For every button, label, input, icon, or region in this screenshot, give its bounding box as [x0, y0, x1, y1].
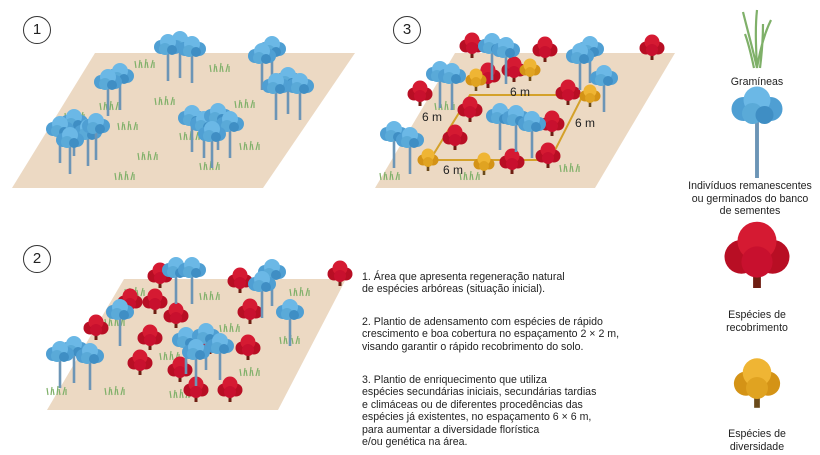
legend-label-cover-species: Espécies de recobrimento: [726, 309, 788, 334]
distance-label-left: 6 m: [422, 110, 443, 124]
distance-label-top: 6 m: [510, 85, 531, 99]
blue-tree-icon: [731, 86, 783, 178]
legend-label-grass: Gramíneas: [730, 76, 784, 88]
panel-number-3: 3: [393, 16, 421, 44]
panel-3-ground: [375, 32, 675, 188]
panel-number-2: 2: [23, 245, 51, 273]
panel-1-ground: [12, 31, 355, 188]
grass-icon: [741, 9, 772, 69]
panel-number-1: 1: [23, 16, 51, 44]
red-tree-icon: [724, 221, 790, 288]
description-2: 2. Plantio de adensamento com espécies d…: [362, 316, 620, 353]
legend-label-diversity-species: Espécies de diversidade: [728, 428, 786, 453]
distance-label-bottom: 6 m: [443, 163, 464, 177]
panel-2-ground: [46, 257, 353, 410]
yellow-tree-icon: [733, 358, 781, 408]
description-3: 3. Plantio de enriquecimento que utiliza…: [362, 374, 597, 449]
distance-label-right: 6 m: [575, 116, 596, 130]
description-1: 1. Área que apresenta regeneração natura…: [362, 271, 565, 296]
legend-label-remnant-trees: Indivíduos remanescentes ou germinados d…: [688, 180, 812, 217]
